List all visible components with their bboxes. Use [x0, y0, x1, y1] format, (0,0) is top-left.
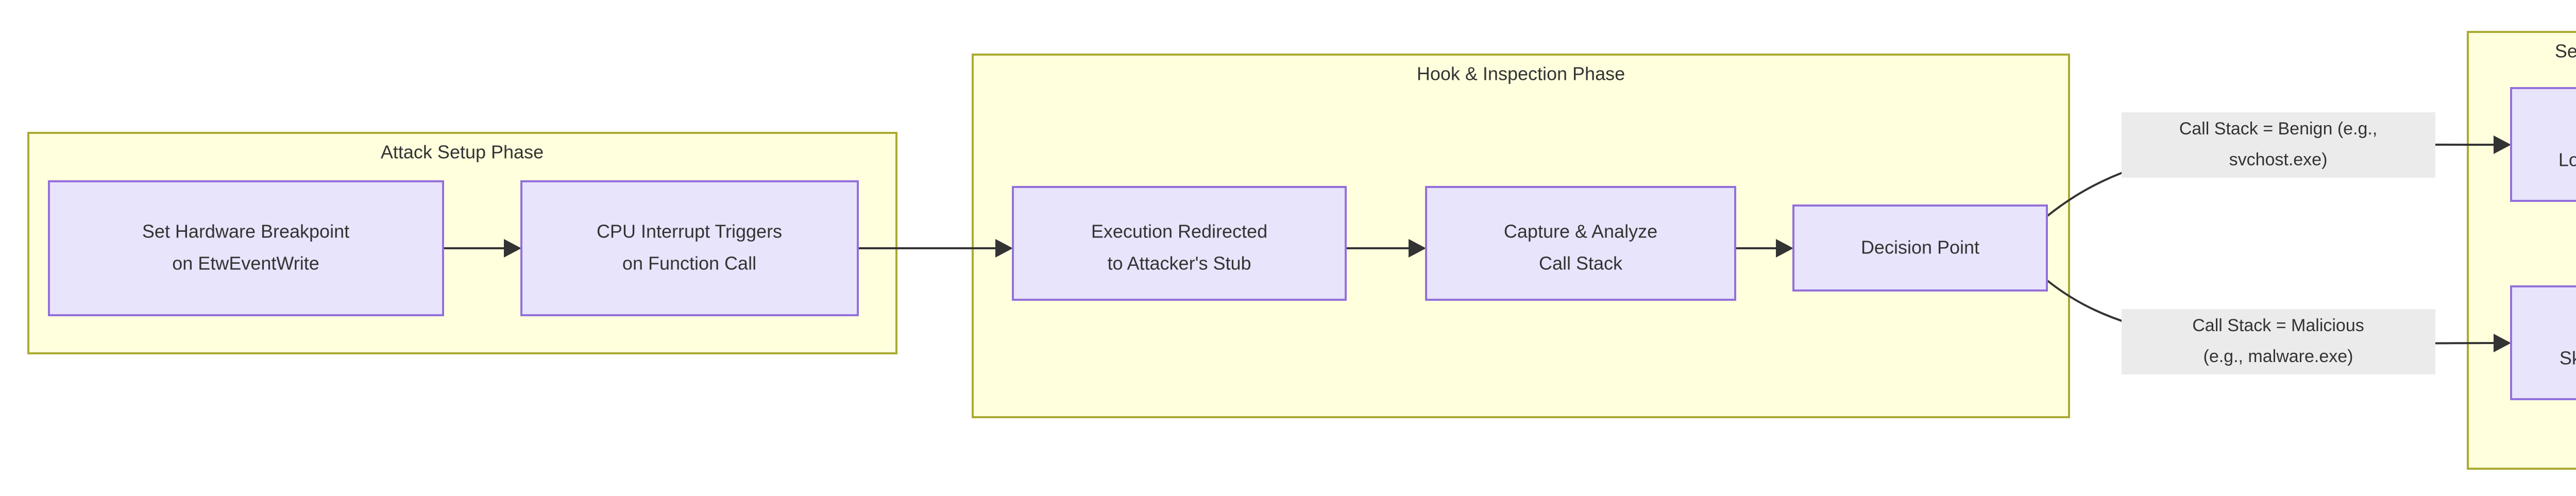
node-capture-analyze-call-stack[interactable]: Capture & Analyze Call Stack — [1425, 186, 1736, 301]
node-label-block-event-line2: Skip Logging Logic — [2560, 348, 2576, 369]
arrowhead-decision-to-block — [2494, 334, 2511, 352]
edge-label-benign: Call Stack = Benign (e.g., svchost.exe) — [2122, 112, 2435, 178]
node-rect-block-event[interactable] — [2510, 285, 2576, 400]
edge-label-benign-line2: svchost.exe) — [2229, 150, 2328, 169]
node-allow-event-logging-proceeds[interactable]: Allow Event Logging Proceeds — [2510, 87, 2576, 202]
node-rect-set-hardware-breakpoint[interactable] — [48, 180, 444, 316]
node-label-capture-analyze-line2: Call Stack — [1539, 253, 1623, 274]
node-label-decision-point: Decision Point — [1861, 237, 1979, 258]
node-rect-cpu-interrupt-triggers[interactable] — [520, 180, 859, 316]
node-label-allow-event-line2: Logging Proceeds — [2558, 149, 2576, 170]
node-label-set-hardware-breakpoint-line1: Set Hardware Breakpoint — [142, 221, 349, 242]
arrowhead-capture-to-decision — [1776, 239, 1793, 258]
edge-label-rect-malicious — [2122, 309, 2435, 374]
edge-label-malicious-line1: Call Stack = Malicious — [2192, 316, 2364, 335]
edge-label-malicious-line2: (e.g., malware.exe) — [2204, 347, 2353, 366]
node-set-hardware-breakpoint[interactable]: Set Hardware Breakpoint on EtwEventWrite — [48, 180, 444, 316]
edge-breakpoint-to-interrupt — [443, 239, 521, 258]
node-label-cpu-interrupt-triggers-line2: on Function Call — [622, 253, 756, 274]
node-decision-point[interactable]: Decision Point — [1792, 204, 2048, 292]
node-rect-decision-point[interactable] — [1792, 204, 2048, 292]
cluster-title-hook-inspection: Hook & Inspection Phase — [1417, 63, 1625, 84]
node-label-execution-redirected-line2: to Attacker's Stub — [1107, 253, 1251, 274]
edge-label-malicious: Call Stack = Malicious (e.g., malware.ex… — [2122, 309, 2435, 374]
cluster-title-attack-setup: Attack Setup Phase — [381, 142, 544, 163]
node-label-execution-redirected-line1: Execution Redirected — [1091, 221, 1267, 242]
edge-interrupt-to-redirected — [858, 239, 1013, 258]
node-cpu-interrupt-triggers[interactable]: CPU Interrupt Triggers on Function Call — [520, 180, 859, 316]
node-label-cpu-interrupt-triggers-line1: CPU Interrupt Triggers — [597, 221, 782, 242]
arrowhead-decision-to-allow — [2494, 135, 2511, 154]
node-execution-redirected[interactable]: Execution Redirected to Attacker's Stub — [1012, 186, 1347, 301]
node-label-set-hardware-breakpoint-line2: on EtwEventWrite — [172, 253, 319, 274]
arrowhead-interrupt-to-redirected — [995, 239, 1013, 258]
node-rect-capture-analyze-call-stack[interactable] — [1425, 186, 1736, 301]
edge-capture-to-decision — [1735, 239, 1793, 258]
edge-redirected-to-capture — [1346, 239, 1426, 258]
node-label-capture-analyze-line1: Capture & Analyze — [1504, 221, 1657, 242]
edge-label-rect-benign — [2122, 112, 2435, 178]
edge-label-benign-line1: Call Stack = Benign (e.g., — [2179, 119, 2378, 139]
arrowhead-breakpoint-to-interrupt — [504, 239, 521, 258]
cluster-title-selective-logging: Selective Logging Phase — [2555, 41, 2576, 62]
arrowhead-redirected-to-capture — [1409, 239, 1426, 258]
node-rect-allow-event[interactable] — [2510, 87, 2576, 202]
node-rect-execution-redirected[interactable] — [1012, 186, 1347, 301]
node-block-event-skip-logging[interactable]: Block Event Skip Logging Logic — [2510, 285, 2576, 400]
